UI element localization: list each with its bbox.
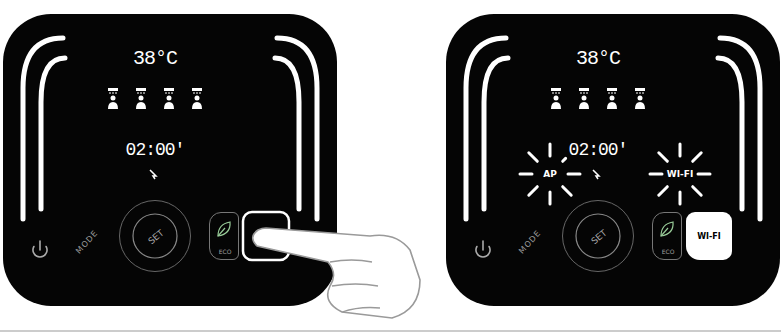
eco-label: ECO bbox=[219, 248, 232, 255]
timer-readout: 02:00' bbox=[569, 140, 628, 160]
mode-label: MODE bbox=[517, 228, 543, 255]
timer-readout: 02:00' bbox=[126, 140, 185, 160]
left-panel-art bbox=[3, 14, 337, 306]
baseline-rule bbox=[0, 330, 781, 332]
wifi-button: WI-FI bbox=[686, 212, 732, 260]
pressing-hand bbox=[253, 228, 420, 318]
temperature-readout: 38°C bbox=[576, 47, 620, 70]
wifi-indicator: WI-FI bbox=[667, 169, 694, 179]
set-knob: SET bbox=[562, 200, 634, 272]
ap-indicator: AP bbox=[543, 169, 557, 179]
set-label: SET bbox=[146, 228, 165, 247]
mode-label: MODE bbox=[74, 228, 100, 255]
control-panel: 38°C 02:00' MODE SET ECO bbox=[3, 14, 337, 306]
control-panel: 38°C 02:00' AP WI-FI MODE SET ECO WI-FI bbox=[446, 14, 780, 306]
temperature-readout: 38°C bbox=[133, 47, 177, 70]
eco-label: ECO bbox=[662, 248, 675, 255]
eco-button: ECO bbox=[652, 212, 682, 260]
set-knob: SET bbox=[119, 200, 191, 272]
eco-button: ECO bbox=[209, 212, 239, 260]
wifi-label: WI-FI bbox=[697, 232, 721, 241]
right-panel-art bbox=[446, 14, 780, 306]
set-label: SET bbox=[589, 228, 608, 247]
